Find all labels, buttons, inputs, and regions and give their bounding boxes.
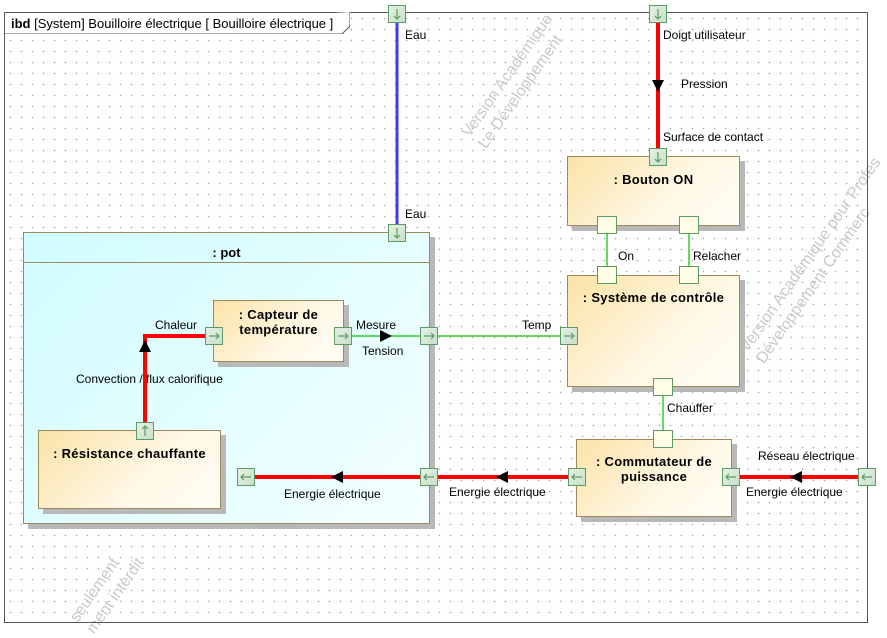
arrow-down-icon <box>654 9 662 20</box>
arrow-left-icon <box>240 473 251 481</box>
pot-header: : pot <box>24 233 429 263</box>
arrow-right-icon <box>338 332 349 340</box>
port-eau-frame[interactable] <box>388 5 406 23</box>
port-mesure[interactable] <box>334 327 352 345</box>
port-bouton-on[interactable] <box>597 216 617 234</box>
arrow-right-icon <box>209 332 220 340</box>
port-systeme-relacher[interactable] <box>679 266 699 284</box>
port-chaleur[interactable] <box>205 327 223 345</box>
arrow-down-icon <box>654 152 662 163</box>
capteur-title-line2: température <box>239 322 318 337</box>
resistance-title: : Résistance chauffante <box>53 446 206 461</box>
arrow-right-icon <box>564 332 575 340</box>
port-pot-temp[interactable] <box>420 327 438 345</box>
label-surface-contact: Surface de contact <box>663 130 764 144</box>
systeme-title: : Système de contrôle <box>582 290 725 305</box>
port-doigt-frame[interactable] <box>649 5 667 23</box>
block-systeme-controle[interactable]: : Système de contrôle <box>567 275 740 387</box>
label-convection: Convection / flux calorifique <box>76 372 223 386</box>
block-bouton-on[interactable]: : Bouton ON <box>567 156 740 226</box>
commutateur-title-line1: : Commutateur de <box>595 454 713 469</box>
label-energie-right: Energie électrique <box>746 485 843 499</box>
arrow-left-icon <box>725 473 736 481</box>
label-mesure: Mesure <box>356 318 397 332</box>
port-surface-contact[interactable] <box>649 148 667 166</box>
label-temp: Temp <box>522 318 552 332</box>
port-commutateur-in[interactable] <box>722 468 740 486</box>
port-resistance-energie[interactable] <box>237 468 255 486</box>
port-systeme-temp[interactable] <box>560 327 578 345</box>
frame-title: ibd [System] Bouilloire électrique [ Bou… <box>11 16 333 31</box>
frame-tab <box>4 12 350 34</box>
port-systeme-chauffer[interactable] <box>653 378 673 396</box>
label-reseau-electrique: Réseau électrique <box>758 449 855 463</box>
arrow-down-icon <box>393 228 401 239</box>
label-chauffer: Chauffer <box>667 401 713 415</box>
arrow-chaleur <box>139 340 151 352</box>
port-commutateur-chauffer[interactable] <box>653 430 673 448</box>
port-resistance-chaleur[interactable] <box>136 422 154 440</box>
label-relacher: Relacher <box>693 249 742 263</box>
label-on: On <box>618 249 635 263</box>
port-eau-pot[interactable] <box>388 224 406 242</box>
arrow-right-icon <box>424 332 435 340</box>
arrow-up-icon <box>141 425 149 436</box>
label-energie-mid: Energie électrique <box>449 485 546 499</box>
capteur-title-line1: : Capteur de <box>238 307 319 322</box>
label-tension: Tension <box>362 344 404 358</box>
label-energie-pot: Energie électrique <box>284 487 381 501</box>
arrow-left-icon <box>571 473 582 481</box>
block-resistance-chauffante[interactable]: : Résistance chauffante <box>38 430 221 509</box>
label-eau-top: Eau <box>405 28 427 42</box>
commutateur-title-line2: puissance <box>620 469 688 484</box>
diagram-frame <box>4 12 868 623</box>
frame-kind: ibd <box>11 16 31 31</box>
label-chaleur: Chaleur <box>155 318 198 332</box>
port-reseau-frame[interactable] <box>858 468 876 486</box>
arrow-down-icon <box>393 9 401 20</box>
label-pression: Pression <box>681 77 728 91</box>
label-eau-pot: Eau <box>405 207 427 221</box>
frame-title-text: [System] Bouilloire électrique [ Bouillo… <box>34 16 334 31</box>
bouton-title: : Bouton ON <box>613 172 694 187</box>
arrow-pression <box>652 80 664 92</box>
arrow-reseau <box>790 471 802 483</box>
arrow-energie-mid <box>496 471 508 483</box>
arrow-left-icon <box>423 473 434 481</box>
arrow-left-icon <box>861 473 872 481</box>
pot-title: : pot <box>212 245 241 260</box>
port-commutateur-out[interactable] <box>568 468 586 486</box>
port-bouton-relacher[interactable] <box>679 216 699 234</box>
connector-chaleur[interactable] <box>143 334 205 422</box>
arrow-energie-pot <box>331 471 343 483</box>
port-systeme-on[interactable] <box>597 266 617 284</box>
label-doigt-utilisateur: Doigt utilisateur <box>663 28 746 42</box>
port-pot-energie[interactable] <box>420 468 438 486</box>
arrow-mesure <box>380 330 392 342</box>
